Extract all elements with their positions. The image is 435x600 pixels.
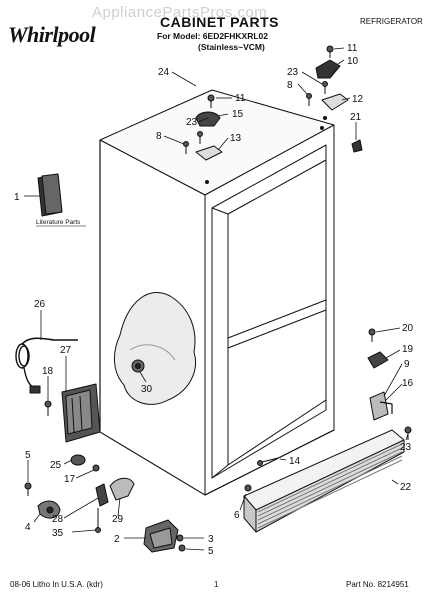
callout-25: 25 xyxy=(50,460,62,471)
callout-8: 8 xyxy=(156,131,162,142)
callout-23: 23 xyxy=(400,442,412,453)
footer-part-number: Part No. 8214951 xyxy=(346,580,409,589)
callout-21: 21 xyxy=(350,112,362,123)
callout-15: 15 xyxy=(232,109,244,120)
callout-18: 18 xyxy=(42,366,54,377)
terminal-block xyxy=(61,383,101,443)
callout-24: 24 xyxy=(158,67,170,78)
callout-6: 6 xyxy=(234,510,240,521)
callout-29: 29 xyxy=(112,514,124,525)
power-cord xyxy=(15,337,78,394)
callout-11: 11 xyxy=(347,43,358,54)
callout-23: 23 xyxy=(186,117,198,128)
variant-line: (Stainless~VCM) xyxy=(198,42,265,52)
callout-19: 19 xyxy=(402,344,414,355)
toe-grille xyxy=(243,429,405,533)
callout-3: 3 xyxy=(208,534,214,545)
model-line: For Model: 6ED2FHKXRL02 xyxy=(157,31,268,41)
footer-print-info: 08-06 Litho In U.S.A. (kdr) xyxy=(10,580,103,589)
callout-28: 28 xyxy=(52,514,64,525)
callout-5: 5 xyxy=(208,546,214,557)
callout-2: 2 xyxy=(114,534,120,545)
callout-12: 12 xyxy=(352,94,364,105)
callout-4: 4 xyxy=(25,522,31,533)
screw-14 xyxy=(257,457,279,466)
callout-16: 16 xyxy=(402,378,414,389)
callout-9: 9 xyxy=(404,359,410,370)
category-label: REFRIGERATOR xyxy=(360,17,423,26)
literature-booklet xyxy=(37,173,63,217)
footer-page-number: 1 xyxy=(214,580,219,589)
callout-14: 14 xyxy=(289,456,301,467)
callout-11: 11 xyxy=(235,93,246,104)
callout-numbers: 11 10 23 8 12 21 24 11 23 15 8 13 1 26 2… xyxy=(14,43,414,557)
drain-fitting xyxy=(131,359,145,373)
callout-30: 30 xyxy=(141,384,153,395)
leader-lines xyxy=(24,47,409,551)
right-hinge-parts xyxy=(367,328,393,421)
callout-5: 5 xyxy=(25,450,31,461)
callout-35: 35 xyxy=(52,528,64,539)
callout-13: 13 xyxy=(230,133,242,144)
callout-17: 17 xyxy=(64,474,76,485)
brand-logo: Whirlpool xyxy=(8,22,96,47)
watermark-text: AppliancePartsPros.com xyxy=(92,4,268,21)
front-leveling-parts xyxy=(24,454,135,533)
callout-22: 22 xyxy=(400,482,412,493)
top-hinge-right xyxy=(306,45,363,153)
screw-18 xyxy=(44,400,52,416)
callout-23: 23 xyxy=(287,67,299,78)
literature-parts-label: Literature Parts xyxy=(36,219,81,226)
cabinet-shell xyxy=(99,89,335,496)
callout-10: 10 xyxy=(347,56,359,67)
callout-26: 26 xyxy=(34,299,46,310)
page-title: CABINET PARTS xyxy=(160,14,280,30)
callout-1: 1 xyxy=(14,192,20,203)
top-hinge-left xyxy=(183,94,223,161)
callout-20: 20 xyxy=(402,323,414,334)
callout-27: 27 xyxy=(60,345,72,356)
screw-23 xyxy=(404,426,412,440)
lower-hinge-bracket xyxy=(143,519,186,553)
callout-8: 8 xyxy=(287,80,293,91)
